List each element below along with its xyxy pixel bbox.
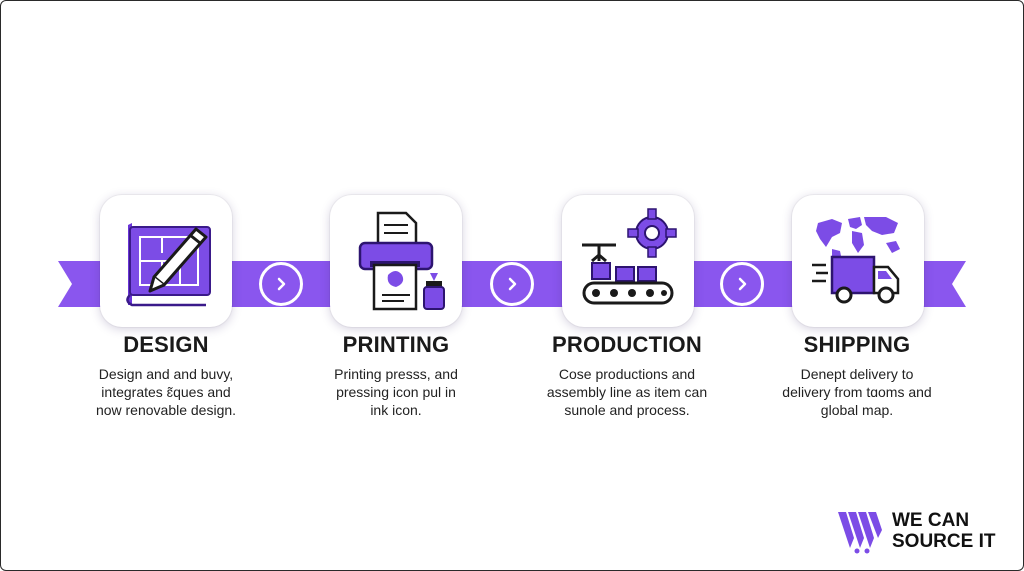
step-description-production: Cose productions and assembly line as it… [546,366,708,418]
step-description-design: Design and and buvy, integrates ɛ̃ques a… [95,366,237,418]
brand-logo-mark-icon [838,512,882,554]
brand-logo-line-1: WE CAN [892,510,970,531]
truck-world-map-icon [812,217,900,304]
step-description-printing: Printing presss, and pressing icon pul i… [334,366,458,418]
brand-logo: WE CAN SOURCE IT [836,508,995,554]
step-card-printing [330,195,462,327]
chevron-right-icon [720,262,764,306]
assembly-line-gear-icon [582,208,677,305]
step-card-design [100,195,232,327]
step-title-shipping: SHIPPING [803,332,911,357]
blueprint-pencil-icon [126,223,211,307]
step-description-shipping: Denept delivery to delivery from tɑoms a… [782,366,932,418]
step-title-design: DESIGN [123,332,209,357]
step-card-production [562,195,694,327]
step-title-production: PRODUCTION [552,332,702,357]
step-card-shipping [792,195,924,327]
step-title-printing: PRINTING [342,332,450,357]
printer-ink-icon [358,211,445,311]
chevron-right-icon [259,262,303,306]
chevron-right-icon [490,262,534,306]
brand-logo-text: WE CAN SOURCE IT [892,510,995,552]
brand-logo-line-2: SOURCE IT [892,531,996,552]
